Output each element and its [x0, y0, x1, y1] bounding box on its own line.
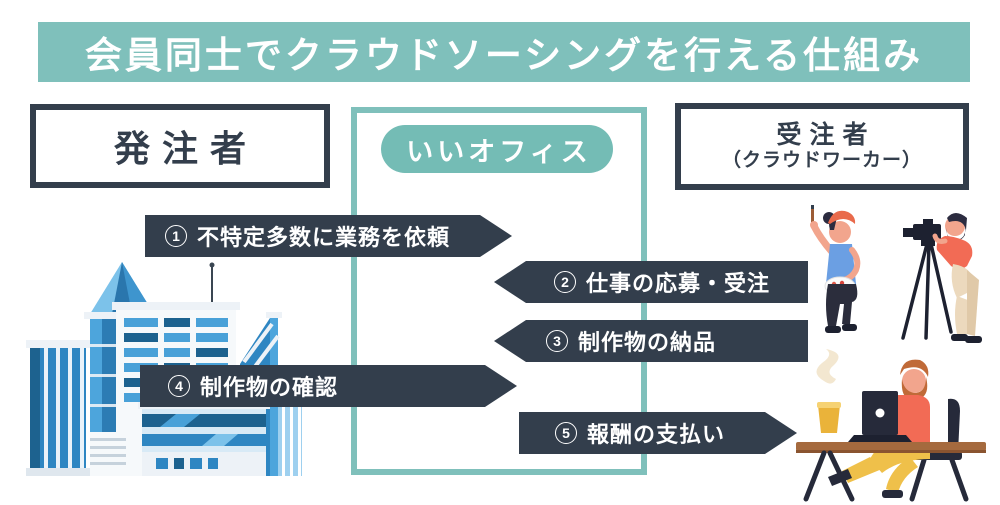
- laptop-worker-illustration: [796, 349, 986, 502]
- platform-label: いいオフィス: [406, 136, 592, 167]
- client-box: 発注者: [30, 104, 330, 188]
- flow-arrow-deliver-work: 3 制作物の納品: [494, 320, 808, 362]
- worker-sublabel: （クラウドワーカー）: [721, 150, 922, 172]
- worker-label: 受注者: [776, 121, 876, 150]
- flow-arrow-check-work: 4 制作物の確認: [140, 365, 517, 407]
- flow-number-badge: 2: [554, 271, 576, 293]
- office-building-illustration: [26, 262, 302, 476]
- flow-number-badge: 1: [165, 225, 187, 247]
- flow-number-badge: 5: [555, 422, 577, 444]
- flow-arrow-request-work: 1 不特定多数に業務を依頼: [145, 215, 512, 257]
- flow-label: 仕事の応募・受注: [586, 271, 771, 296]
- flow-arrow-pay-reward: 5 報酬の支払い: [519, 412, 797, 454]
- platform-pill: いいオフィス: [381, 125, 613, 173]
- worker-box: 受注者 （クラウドワーカー）: [675, 103, 969, 190]
- page-title: 会員同士でクラウドソーシングを行える仕組み: [84, 35, 924, 76]
- client-label: 発注者: [113, 128, 258, 169]
- flow-label: 制作物の確認: [200, 375, 339, 400]
- title-banner: 会員同士でクラウドソーシングを行える仕組み: [38, 22, 970, 82]
- flow-label: 報酬の支払い: [587, 422, 726, 447]
- painter-illustration: [810, 205, 861, 333]
- flow-arrow-apply-accept: 2 仕事の応募・受注: [494, 261, 808, 303]
- flow-label: 制作物の納品: [578, 330, 717, 355]
- flow-number-badge: 3: [546, 330, 568, 352]
- flow-label: 不特定多数に業務を依頼: [197, 225, 451, 250]
- photographer-illustration: [901, 213, 982, 343]
- flow-number-badge: 4: [168, 375, 190, 397]
